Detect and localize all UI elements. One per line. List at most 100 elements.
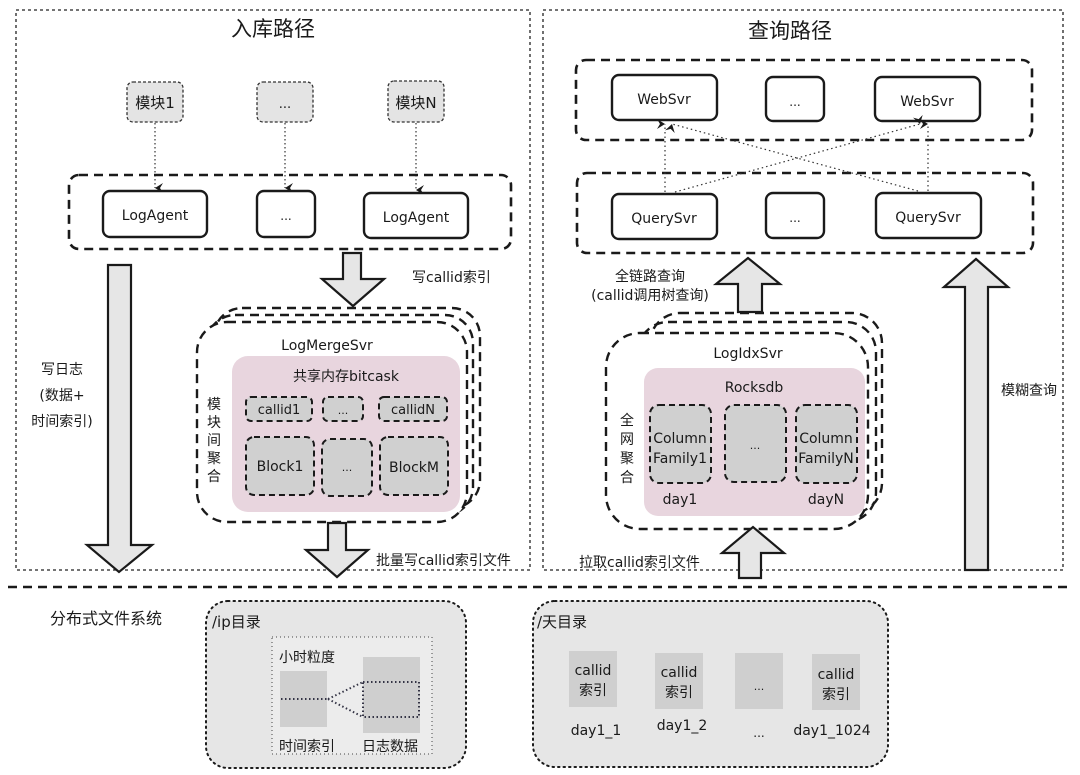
svg-text:...: ... bbox=[280, 209, 291, 223]
svg-text:callidN: callidN bbox=[391, 403, 435, 418]
svg-text:块: 块 bbox=[207, 415, 221, 431]
svg-text:Column: Column bbox=[653, 431, 707, 447]
svg-text:模块1: 模块1 bbox=[135, 94, 175, 112]
svg-text:day1_1024: day1_1024 bbox=[793, 723, 870, 739]
pull-callid-label: 拉取callid索引文件 bbox=[579, 554, 700, 571]
websvr-group bbox=[574, 58, 1034, 142]
svg-text:全链路查询: 全链路查询 bbox=[615, 268, 685, 285]
log-data-block bbox=[363, 657, 420, 733]
svg-text:Family1: Family1 bbox=[653, 451, 707, 467]
module-ellipsis: ... bbox=[256, 81, 314, 123]
svg-text:聚: 聚 bbox=[207, 451, 221, 467]
svg-text:...: ... bbox=[753, 726, 764, 740]
websvr-n[interactable]: WebSvr bbox=[873, 75, 982, 123]
svg-text:(callid调用树查询): (callid调用树查询) bbox=[591, 288, 709, 304]
full-trace-arrow bbox=[712, 256, 784, 314]
day-directory-title: /天目录 bbox=[537, 613, 587, 631]
callid-n[interactable]: callidN bbox=[378, 396, 448, 422]
svg-text:模块N: 模块N bbox=[395, 94, 436, 112]
svg-text:聚: 聚 bbox=[620, 451, 634, 467]
batch-write-arrow bbox=[303, 521, 371, 579]
svg-text:callid: callid bbox=[818, 667, 855, 683]
svg-text:LogAgent: LogAgent bbox=[383, 210, 450, 226]
svg-text:...: ... bbox=[789, 211, 800, 225]
svg-text:间: 间 bbox=[207, 433, 221, 449]
websvr-ellipsis: ... bbox=[764, 75, 826, 123]
write-log-arrow bbox=[83, 263, 156, 574]
index-file-ellipsis: ... ... bbox=[735, 653, 783, 740]
svg-text:callid: callid bbox=[661, 665, 698, 681]
write-callid-arrow bbox=[319, 251, 387, 308]
querysvr-n[interactable]: QuerySvr bbox=[874, 191, 983, 240]
querysvr-ellipsis: ... bbox=[764, 191, 826, 240]
column-family-n[interactable]: Column FamilyN dayN bbox=[795, 404, 858, 508]
index-file-day1-1024[interactable]: callid 索引 day1_1024 bbox=[793, 654, 871, 739]
ingest-title: 入库路径 bbox=[231, 17, 315, 41]
svg-text:索引: 索引 bbox=[822, 686, 850, 703]
callid-ellipsis: ... bbox=[322, 396, 364, 422]
query-title: 查询路径 bbox=[748, 19, 832, 43]
index-to-data-link bbox=[281, 681, 364, 718]
query-panel bbox=[542, 9, 1064, 571]
logagent-1[interactable]: LogAgent bbox=[101, 189, 209, 239]
svg-text:callid1: callid1 bbox=[258, 403, 300, 418]
svg-text:...: ... bbox=[754, 680, 765, 693]
fuzzy-query-label: 模糊查询 bbox=[1001, 383, 1057, 399]
column-family-ellipsis: ... bbox=[724, 404, 787, 483]
index-file-day1-2[interactable]: callid 索引 day1_2 bbox=[655, 653, 707, 734]
svg-text:LogAgent: LogAgent bbox=[122, 208, 189, 224]
svg-text:(数据+: (数据+ bbox=[39, 388, 84, 404]
logagent-ellipsis: ... bbox=[255, 189, 317, 239]
logmerge-side-label: 模 块 间 聚 合 bbox=[207, 397, 221, 485]
svg-text:QuerySvr: QuerySvr bbox=[895, 210, 961, 226]
svg-text:Block1: Block1 bbox=[257, 459, 304, 475]
full-trace-label: 全链路查询 (callid调用树查询) bbox=[591, 268, 709, 304]
svg-text:QuerySvr: QuerySvr bbox=[631, 211, 697, 227]
block-ellipsis: ... bbox=[321, 438, 373, 497]
logmerge-title: LogMergeSvr bbox=[281, 338, 373, 354]
logagent-n[interactable]: LogAgent bbox=[362, 191, 470, 240]
rocksdb-title: Rocksdb bbox=[725, 380, 784, 396]
svg-text:WebSvr: WebSvr bbox=[637, 92, 691, 108]
svg-text:BlockM: BlockM bbox=[389, 460, 439, 476]
dayn-label: dayN bbox=[808, 492, 844, 508]
log-data-slice bbox=[362, 681, 420, 718]
module-n[interactable]: 模块N bbox=[387, 80, 445, 123]
log-data-label: 日志数据 bbox=[362, 739, 418, 755]
callid-1[interactable]: callid1 bbox=[245, 396, 313, 422]
logidx-title: LogIdxSvr bbox=[713, 346, 782, 362]
svg-text:合: 合 bbox=[620, 470, 634, 486]
svg-text:...: ... bbox=[338, 404, 349, 417]
svg-text:day1_1: day1_1 bbox=[571, 723, 622, 739]
svg-text:...: ... bbox=[342, 461, 353, 474]
time-index-label: 时间索引 bbox=[279, 738, 335, 755]
svg-text:全: 全 bbox=[620, 412, 634, 429]
batch-write-label: 批量写callid索引文件 bbox=[376, 552, 511, 569]
fuzzy-query-arrow bbox=[941, 257, 1011, 572]
svg-text:callid: callid bbox=[575, 663, 612, 679]
column-family-1[interactable]: Column Family1 day1 bbox=[649, 404, 712, 508]
index-file-day1-1[interactable]: callid 索引 day1_1 bbox=[569, 651, 621, 739]
svg-text:...: ... bbox=[279, 97, 291, 112]
logagent-group bbox=[67, 173, 513, 251]
dfs-title: 分布式文件系统 bbox=[50, 609, 162, 628]
block-1[interactable]: Block1 bbox=[245, 436, 315, 496]
svg-text:...: ... bbox=[789, 95, 800, 109]
block-m[interactable]: BlockM bbox=[379, 436, 449, 496]
svg-text:索引: 索引 bbox=[665, 684, 693, 701]
module-1[interactable]: 模块1 bbox=[126, 81, 184, 123]
websvr-1[interactable]: WebSvr bbox=[610, 73, 719, 122]
shm-title: 共享内存bitcask bbox=[293, 368, 400, 385]
svg-text:day1_2: day1_2 bbox=[657, 718, 708, 734]
ip-directory-title: /ip目录 bbox=[212, 613, 261, 631]
querysvr-1[interactable]: QuerySvr bbox=[610, 192, 719, 241]
svg-text:WebSvr: WebSvr bbox=[900, 94, 954, 110]
query-web-connections bbox=[657, 114, 929, 193]
svg-text:模: 模 bbox=[207, 397, 221, 413]
svg-text:...: ... bbox=[750, 439, 761, 452]
write-log-label: 写日志 (数据+ 时间索引) bbox=[31, 362, 92, 430]
querysvr-group bbox=[575, 171, 1035, 255]
write-callid-label: 写callid索引 bbox=[412, 269, 491, 286]
logidx-side-label: 全 网 聚 合 bbox=[620, 412, 634, 486]
